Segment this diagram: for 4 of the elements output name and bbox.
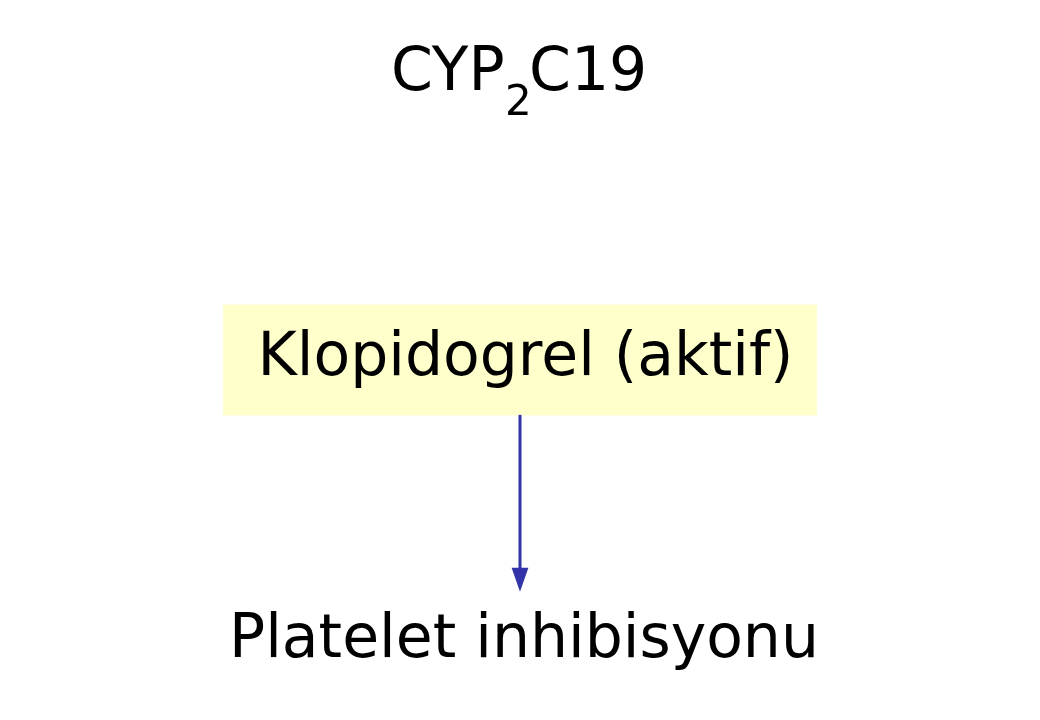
node-box: Klopidogrel (aktif) [223,304,817,416]
label: CYP$_{2}$C19 [391,34,648,125]
arrow [511,414,529,592]
node-text: Platelet inhibisyonu [229,601,819,671]
